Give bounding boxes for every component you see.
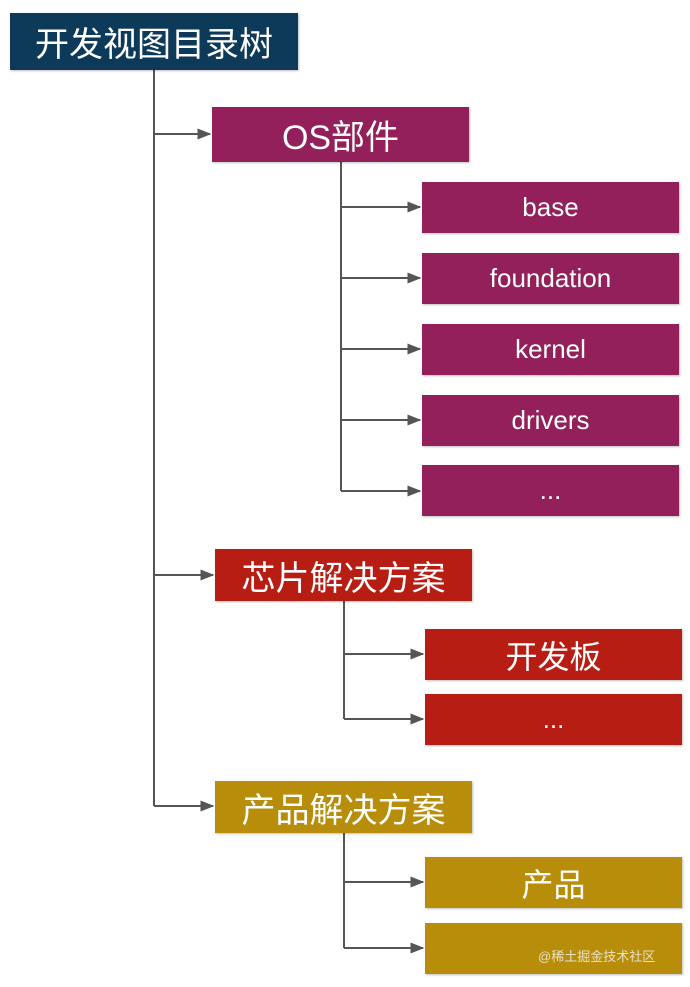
child-label: ... [542,704,565,734]
child-node: 产品 [425,857,682,908]
child-node: ... [425,694,682,745]
watermark: @稀土掘金技术社区 [538,949,656,964]
group-label: OS部件 [281,119,400,157]
child-node: drivers [422,395,679,446]
child-node: base [422,182,679,233]
group-label: 产品解决方案 [241,791,446,830]
child-label: kernel [515,334,586,364]
child-label: foundation [489,263,612,293]
child-node: foundation [422,253,679,304]
group-node-product: 产品解决方案 [215,781,472,833]
child-label: 开发板 [505,638,602,675]
child-node: ... [422,465,679,516]
child-node [425,923,682,974]
group-label: 芯片解决方案 [241,559,446,598]
child-label: ... [539,475,562,505]
child-node: kernel [422,324,679,375]
child-label: base [522,192,579,222]
group-node-chip: 芯片解决方案 [215,549,472,601]
child-label: drivers [511,405,590,435]
child-label: 产品 [521,866,586,903]
child-node: 开发板 [425,629,682,680]
root-label: 开发视图目录树 [35,26,273,64]
group-node-os: OS部件 [212,107,469,162]
root-node: 开发视图目录树 [10,13,298,70]
